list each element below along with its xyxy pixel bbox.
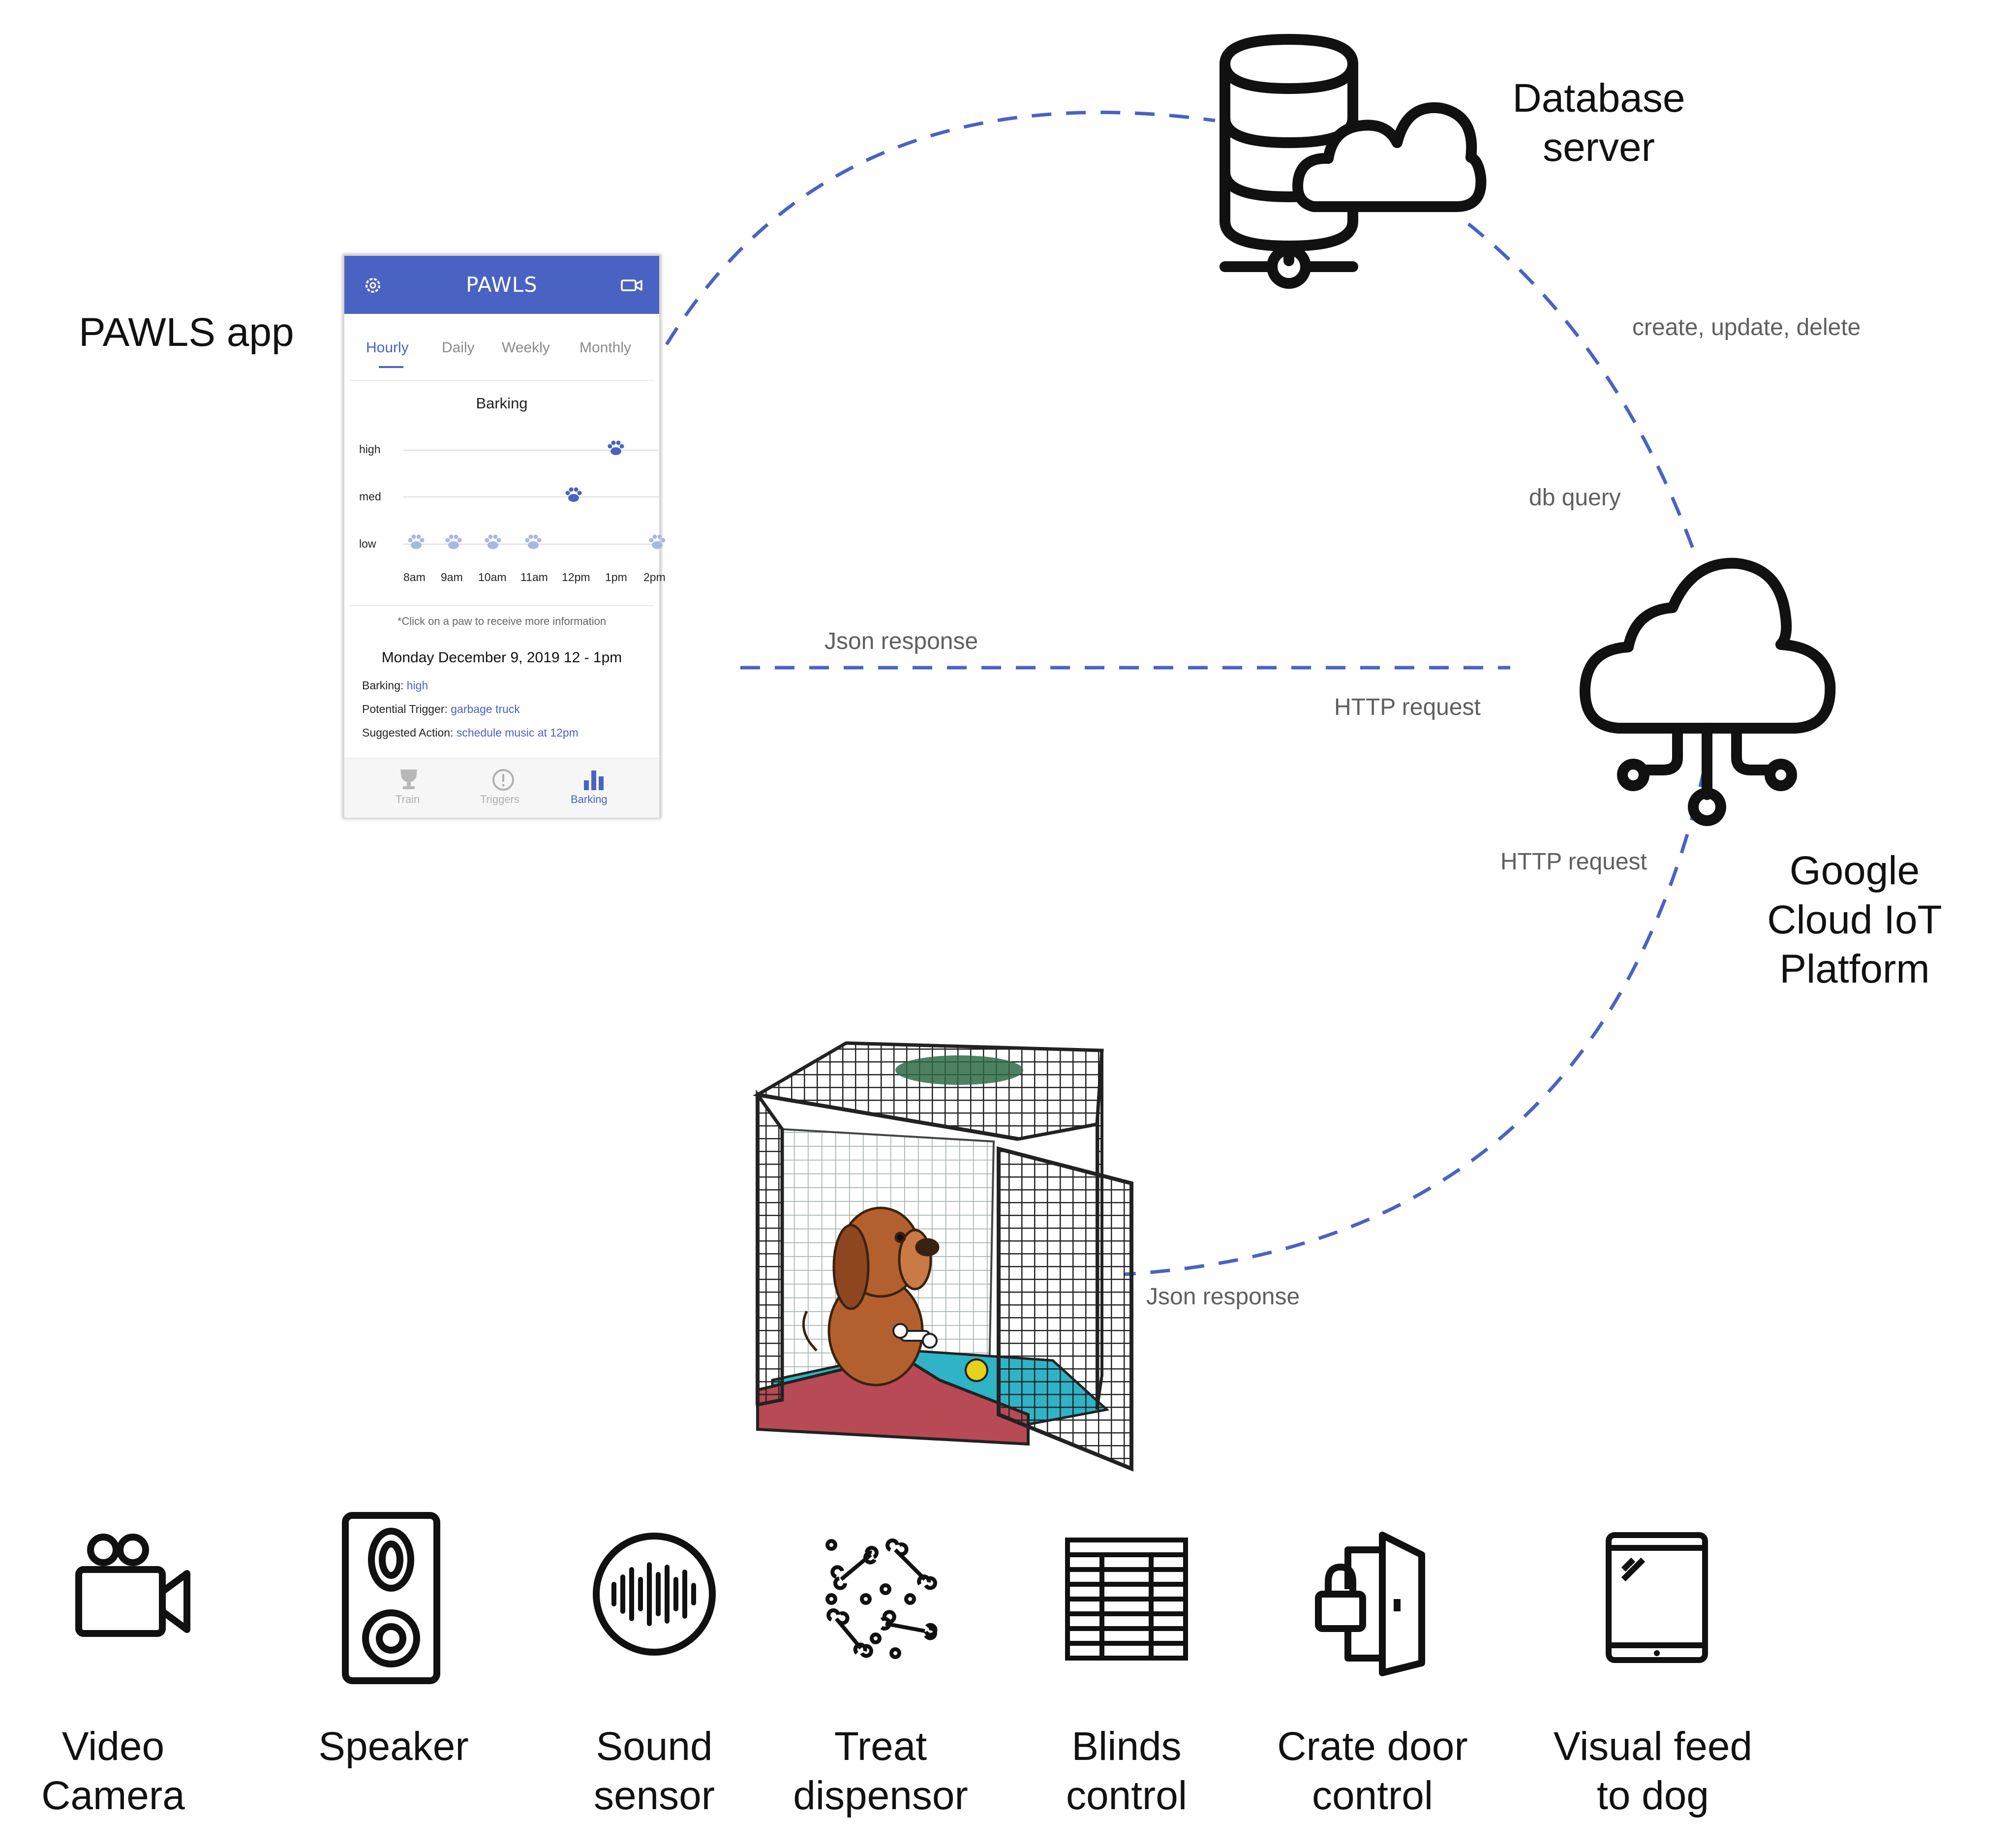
time-label: 10am [478,571,507,584]
nav-barking[interactable]: Barking [571,793,608,805]
level-label-med: med [359,490,381,503]
sound-wave-icon [593,1533,716,1656]
tab-monthly[interactable]: Monthly [580,339,632,356]
time-label: 9am [441,571,463,584]
period-tabs: Hourly Daily Weekly Monthly [344,339,659,359]
paw-icon[interactable] [525,534,542,550]
level-label-high: high [359,443,381,456]
edge-label-db-query: db query [1529,485,1621,511]
chart-title: Barking [476,395,528,412]
gear-icon[interactable] [362,275,384,296]
treats-bones-icon [825,1538,938,1659]
video-camera-icon[interactable] [620,277,643,294]
edge-label-http-request-right: HTTP request [1500,849,1647,875]
nav-train[interactable]: Train [396,793,420,805]
paw-icon[interactable] [565,487,582,502]
app-label: PAWLS app [79,310,294,355]
paw-icon[interactable] [608,440,624,456]
pawls-app-screen: PAWLS Hourly Daily Weekly Monthly Barkin… [343,255,666,818]
app-title: PAWLS [466,273,538,297]
edge-label-json-response-bottom: Json response [1146,1284,1300,1310]
edge-label-json-response-top: Json response [824,628,978,654]
alert-circle-icon[interactable] [491,768,516,792]
paw-icon[interactable] [485,534,501,550]
video-camera-icon [75,1534,190,1637]
time-label: 12pm [562,571,590,584]
database-server-icon [1220,34,1487,289]
speaker-icon [342,1512,440,1684]
cloud-label: Google Cloud IoT Platform [1767,848,1942,991]
app-header [344,256,659,314]
ball [965,1358,988,1382]
active-tab-indicator [379,366,403,368]
bone [892,1323,938,1349]
time-label: 8am [403,571,426,584]
door-lock-icon [1315,1532,1425,1676]
dog [802,1206,940,1386]
detail-action: Suggested Action: schedule music at 12pm [362,726,579,739]
time-label: 11am [520,571,548,584]
time-label: 2pm [643,571,666,584]
time-label: 1pm [605,571,627,584]
trophy-icon[interactable] [396,768,421,790]
barking-chart [403,440,666,550]
bottom-nav [344,758,659,818]
tab-weekly[interactable]: Weekly [502,339,550,356]
hint-text: *Click on a paw to receive more informat… [397,615,607,627]
bar-chart-icon[interactable] [581,768,606,792]
blinds-icon [1065,1538,1188,1661]
tab-hourly[interactable]: Hourly [366,339,409,356]
level-label-low: low [359,537,376,550]
detail-title: Monday December 9, 2019 12 - 1pm [381,649,622,666]
cloud-iot-icon [1579,557,1836,826]
paw-icon[interactable] [649,534,666,550]
edge-label-create-update-delete: create, update, delete [1632,314,1861,340]
edge-label-http-request-middle: HTTP request [1334,694,1481,720]
detail-trigger: Potential Trigger: garbage truck [362,703,520,715]
database-label: Database server [1512,76,1685,170]
nav-triggers[interactable]: Triggers [480,793,519,805]
detail-barking: Barking: high [362,679,428,692]
device-label-speaker: Speaker [318,1724,469,1769]
divider [349,605,654,606]
paw-icon[interactable] [408,534,425,550]
divider [349,380,654,381]
tab-daily[interactable]: Daily [442,339,475,356]
paw-icon[interactable] [445,534,462,550]
edge-cloud-to-crate [1124,767,1707,1276]
tablet-icon [1606,1532,1708,1663]
edge-app-to-database [665,110,1216,345]
dog-crate-illustration [752,1041,1133,1472]
